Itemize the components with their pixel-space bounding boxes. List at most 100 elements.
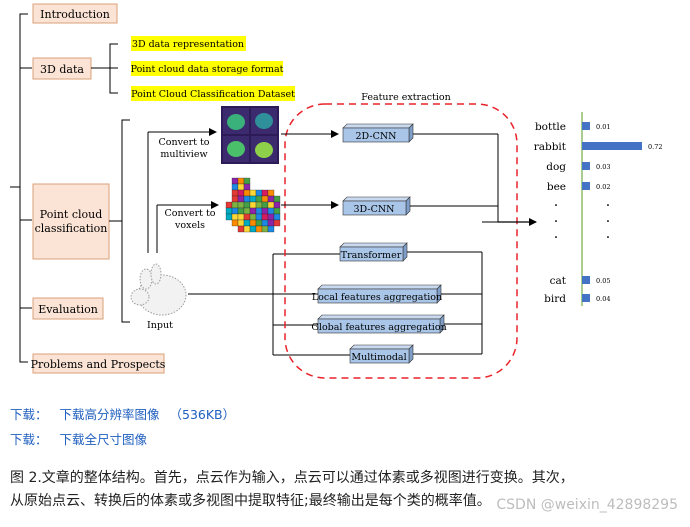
- pcc-label-2: classification: [35, 222, 108, 235]
- architecture-diagram: Introduction 3D data Point cloud classif…: [10, 3, 662, 379]
- voxel-cell: [243, 219, 251, 227]
- voxel-cell: [273, 207, 281, 215]
- voxel-cell: [273, 195, 281, 203]
- download-size: （536KB）: [169, 407, 236, 422]
- global-agg-label: Global features aggregation: [311, 322, 446, 333]
- voxel-cell: [273, 213, 281, 221]
- storage-format-label: Point cloud data storage format: [131, 64, 284, 75]
- voxel-cell: [273, 219, 281, 227]
- problems-label: Problems and Prospects: [31, 358, 166, 371]
- voxel-cell: [255, 219, 263, 227]
- voxel-cell: [255, 207, 263, 215]
- voxel-cell: [255, 225, 263, 233]
- transformer-label: Transformer: [341, 250, 402, 261]
- voxel-cell: [249, 201, 257, 209]
- voxel-cell: [267, 219, 275, 227]
- probability-bar: [582, 142, 642, 150]
- probability-bar: [582, 276, 590, 284]
- ellipsis-dot: ·: [606, 198, 610, 214]
- multimodal-label: Multimodal: [351, 352, 406, 363]
- transformer-box: [339, 242, 408, 262]
- voxel-cell: [231, 201, 239, 209]
- category-label: bird: [544, 293, 566, 305]
- value-label: 0.02: [596, 183, 610, 191]
- cnn3d-box: [342, 196, 411, 216]
- voxel-cell: [267, 195, 275, 203]
- value-label: 0.72: [648, 143, 662, 151]
- voxel-cell: [225, 213, 233, 221]
- voxel-cell: [231, 219, 239, 227]
- outline-bracket: [19, 13, 28, 363]
- voxel-cell: [225, 201, 233, 209]
- download-full-size-link[interactable]: 下载全尺寸图像: [59, 432, 148, 447]
- ellipsis-dot: ·: [554, 198, 558, 214]
- category-label: rabbit: [534, 141, 567, 153]
- convert-voxels-2: voxels: [174, 220, 205, 231]
- voxel-cell: [255, 189, 263, 197]
- voxel-cell: [243, 189, 251, 197]
- ellipsis-dot: ·: [606, 230, 610, 246]
- voxel-cell: [249, 189, 257, 197]
- ellipsis-dot: ·: [606, 214, 610, 230]
- download-high-res-link[interactable]: 下载高分辨率图像: [59, 407, 160, 422]
- voxel-cell: [267, 213, 275, 221]
- voxel-cell: [261, 225, 269, 233]
- feature-extraction-label: Feature extraction: [361, 92, 451, 103]
- value-label: 0.05: [596, 277, 610, 285]
- voxel-cell: [273, 201, 281, 209]
- voxel-cell: [237, 201, 245, 209]
- voxel-cell: [237, 189, 245, 197]
- voxel-cell: [267, 207, 275, 215]
- voxel-cell: [243, 183, 251, 191]
- voxel-cell: [267, 189, 275, 197]
- voxel-bunny-icon: [225, 177, 281, 233]
- global-agg-box: [317, 314, 445, 334]
- dataset-label: Point Cloud Classification Dataset: [131, 89, 295, 100]
- caption-line-1: 图 2.文章的整体结构。首先，点云作为输入，点云可以通过体素或多视图进行变换。其…: [10, 470, 574, 486]
- input-label: Input: [147, 320, 173, 331]
- probability-bar: [582, 182, 590, 190]
- voxel-cell: [231, 183, 239, 191]
- voxel-cell: [237, 207, 245, 215]
- voxel-cell: [237, 177, 245, 185]
- voxel-cell: [237, 225, 245, 233]
- voxel-cell: [237, 183, 245, 191]
- problems-box: [32, 353, 165, 374]
- voxel-cell: [267, 201, 275, 209]
- voxel-cell: [255, 213, 263, 221]
- data-repr-label: 3D data representation: [132, 39, 244, 50]
- local-agg-label: Local features aggregation: [312, 292, 442, 303]
- voxel-cell: [231, 195, 239, 203]
- voxel-cell: [267, 225, 275, 233]
- caption-line-2: 从原始点云、转换后的体素或多视图中提取特征;最终输出是每个类的概率值。: [10, 493, 491, 509]
- category-label: bottle: [535, 121, 566, 133]
- cnn2d-box: [342, 123, 414, 143]
- convert-multiview-2: multiview: [160, 149, 207, 160]
- multimodal-box: [349, 344, 414, 364]
- voxel-cell: [249, 219, 257, 227]
- voxel-cell: [249, 195, 257, 203]
- value-label: 0.01: [596, 123, 610, 131]
- download-label-1: 下载：: [10, 407, 48, 422]
- voxel-cell: [261, 201, 269, 209]
- voxel-cell: [231, 207, 239, 215]
- voxel-cell: [243, 213, 251, 221]
- category-label: bee: [547, 181, 566, 193]
- voxel-cell: [231, 177, 239, 185]
- voxel-cell: [255, 201, 263, 209]
- input-point-cloud-icon: [130, 263, 187, 316]
- voxel-cell: [261, 189, 269, 197]
- voxel-cell: [255, 195, 263, 203]
- feature-extraction-region: [284, 103, 518, 379]
- download-links: 下载： 下载高分辨率图像 （536KB） 下载： 下载全尺寸图像: [10, 402, 235, 452]
- convert-multiview-1: Convert to: [158, 137, 209, 148]
- voxel-cell: [249, 213, 257, 221]
- data-repr-box: [131, 36, 246, 51]
- voxel-cell: [231, 213, 239, 221]
- pcc-label-1: Point cloud: [40, 208, 103, 221]
- voxel-cell: [243, 201, 251, 209]
- voxel-cell: [243, 195, 251, 203]
- value-label: 0.04: [596, 295, 610, 303]
- evaluation-box: [32, 297, 104, 320]
